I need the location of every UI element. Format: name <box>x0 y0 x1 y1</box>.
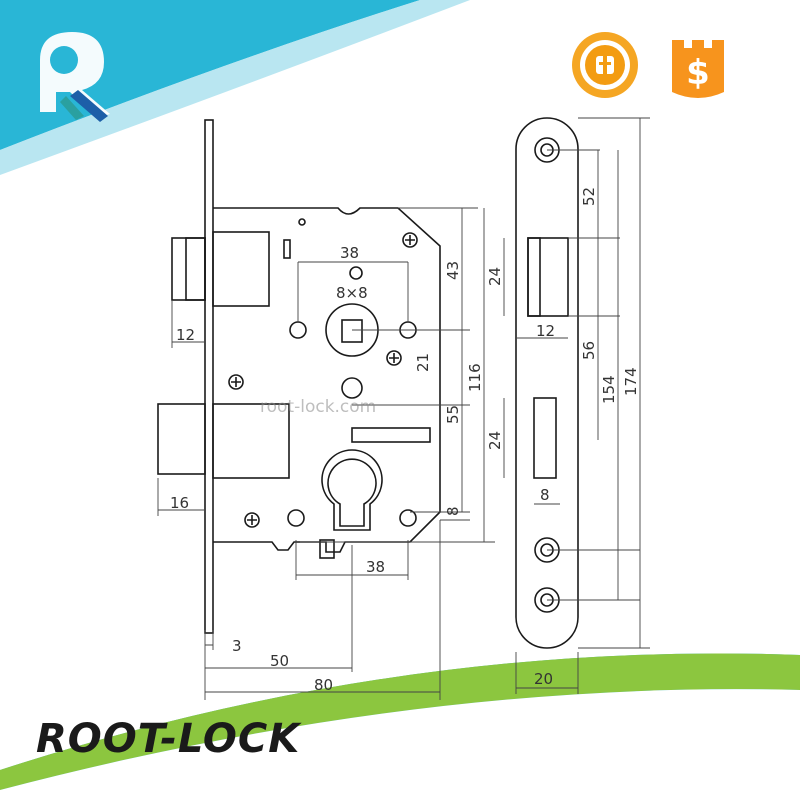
faceplate-thickness-label: 3 <box>232 637 242 655</box>
cylinder-span-label: 38 <box>366 558 385 576</box>
dimension-labels: 3 50 80 12 16 38 8×8 38 43 21 55 8 116 2… <box>170 187 640 694</box>
strike-plate-drawing <box>515 117 579 649</box>
strike-latch-width-label: 12 <box>536 322 555 340</box>
body-height-label: 116 <box>466 363 484 392</box>
latch-projection-label: 12 <box>176 326 195 344</box>
spindle-to-cylinder-upper-label: 21 <box>414 353 432 372</box>
trade-assurance-icon <box>572 32 638 98</box>
top-to-spindle-label: 43 <box>444 261 462 280</box>
strike-hole-spacing-label: 154 <box>600 375 618 404</box>
watermark-text: root-lock.com <box>260 397 376 417</box>
spindle-to-cylinder-label: 55 <box>444 405 462 424</box>
strike-gap-label: 56 <box>580 341 598 360</box>
spindle-size-label: 8×8 <box>336 284 368 302</box>
brand-name: ROOT-LOCK <box>36 716 302 762</box>
strike-bolt-width-label: 8 <box>540 486 550 504</box>
dollar-shield-icon: $ <box>672 40 724 98</box>
strike-length-label: 174 <box>622 367 640 396</box>
strike-top-offset-label: 52 <box>580 187 598 206</box>
backset-label: 50 <box>270 652 289 670</box>
key-r-logo-icon <box>40 32 110 122</box>
body-depth-label: 80 <box>314 676 333 694</box>
strike-latch-height-label: 24 <box>486 267 504 286</box>
strike-width-label: 20 <box>534 670 553 688</box>
dollar-symbol: $ <box>686 53 710 93</box>
lock-body-drawing <box>157 119 441 634</box>
spindle-span-label: 38 <box>340 244 359 262</box>
deadbolt-projection-label: 16 <box>170 494 189 512</box>
cylinder-offset-label: 8 <box>444 506 462 516</box>
strike-bolt-height-label: 24 <box>486 431 504 450</box>
dimension-lines <box>157 117 650 700</box>
